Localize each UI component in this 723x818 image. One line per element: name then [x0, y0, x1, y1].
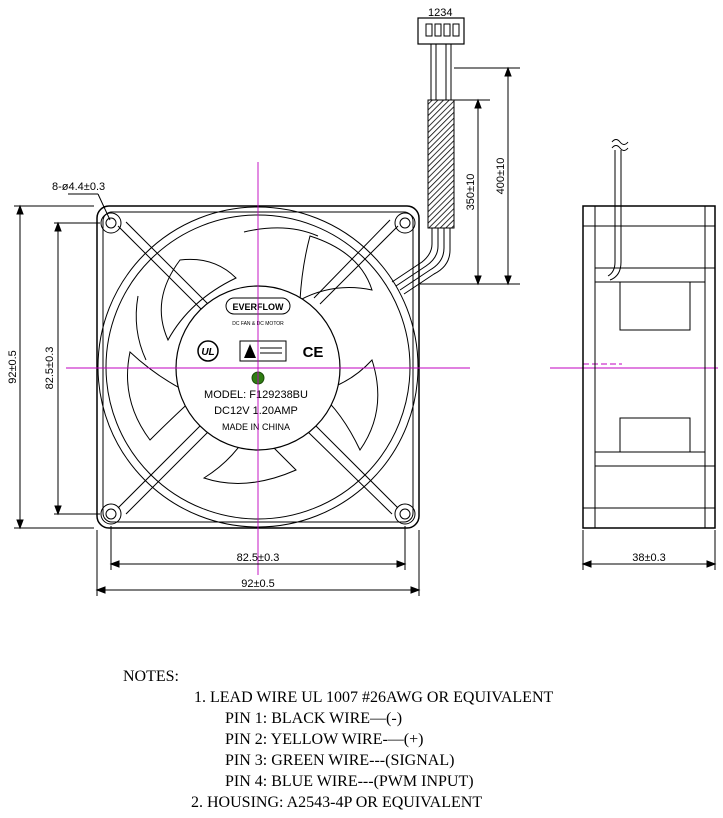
depth-dimension: 38±0.3	[632, 552, 666, 564]
note-lead-wire: 1. LEAD WIRE UL 1007 #26AWG OR EQUIVALEN…	[194, 689, 554, 706]
cable-sleeve	[427, 99, 455, 229]
connector: 1234	[417, 7, 465, 100]
origin-text: MADE IN CHINA	[222, 422, 290, 432]
hole-spacing-horizontal: 82.5±0.3	[237, 552, 280, 564]
ul-mark-text: UL	[201, 347, 214, 358]
fan-side-view	[582, 139, 716, 529]
cable-total-length: 400±10	[495, 158, 507, 195]
hole-spacing-vertical: 82.5±0.3	[44, 347, 56, 390]
centerlines	[66, 162, 718, 575]
note-housing: 2. HOUSING: A2543-4P OR EQUIVALENT	[191, 794, 483, 811]
notes-heading: NOTES:	[123, 668, 179, 685]
cable-sleeve-length: 350±10	[465, 174, 477, 211]
hole-callout: 8-ø4.4±0.3	[52, 181, 105, 193]
model-number: MODEL: F129238BU	[204, 389, 308, 401]
front-dimensions	[14, 193, 421, 596]
note-pin-2: PIN 2: YELLOW WIRE-—(+)	[225, 731, 424, 748]
note-pin-4: PIN 4: BLUE WIRE---(PWM INPUT)	[225, 773, 474, 790]
pin-numbers: 1234	[428, 7, 452, 19]
cable-wires	[391, 228, 451, 295]
overall-height: 92±0.5	[7, 350, 19, 384]
certification-icon	[239, 340, 287, 362]
cable-dimensions	[420, 66, 520, 286]
note-pin-1: PIN 1: BLACK WIRE—(-)	[225, 710, 403, 727]
ce-mark-icon: CE	[303, 344, 324, 361]
overall-width: 92±0.5	[241, 578, 275, 590]
note-pin-3: PIN 3: GREEN WIRE---(SIGNAL)	[225, 752, 455, 769]
electrical-rating: DC12V 1.20AMP	[214, 405, 298, 417]
ul-mark-icon: UL	[197, 340, 219, 362]
side-dimensions	[581, 530, 717, 570]
